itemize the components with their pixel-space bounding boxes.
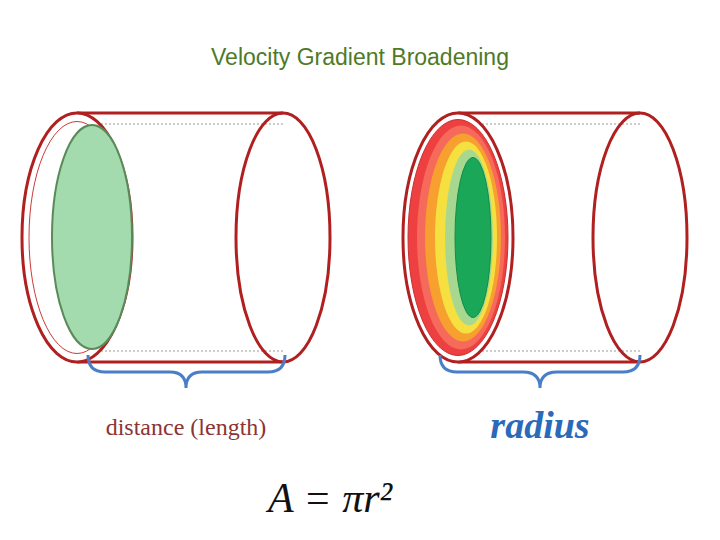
formula: A = πr²	[268, 474, 392, 522]
axis-label: radius	[490, 404, 589, 448]
cylinder-left	[22, 113, 330, 362]
brace	[440, 355, 640, 388]
cylinder-right	[403, 113, 687, 362]
brace	[88, 355, 285, 388]
axis-label: distance (length)	[106, 414, 267, 442]
title: Velocity Gradient Broadening	[211, 44, 509, 70]
